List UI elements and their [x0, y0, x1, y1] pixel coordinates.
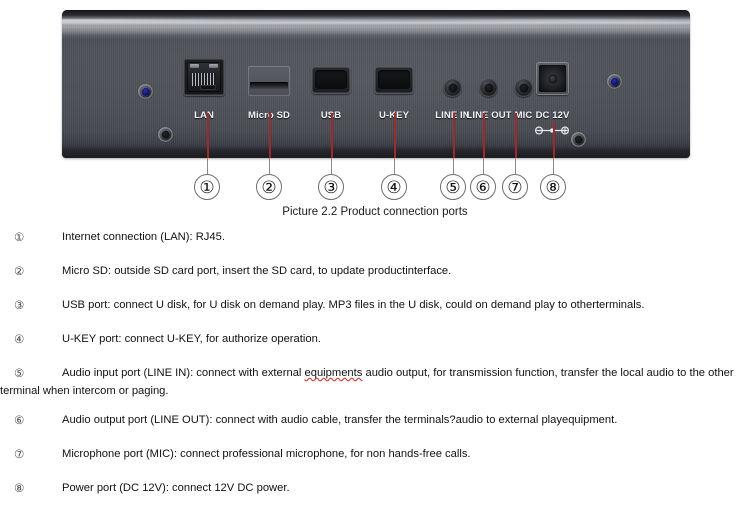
list-text-2: Micro SD: outside SD card port, insert t… [62, 265, 452, 277]
callout-marker-1: ① [194, 174, 220, 200]
port-line-in[interactable] [443, 78, 462, 97]
port-label-line-out: LINE OUT [466, 110, 512, 121]
list-item: ⑧ Power port (DC 12V): connect 12V DC po… [0, 479, 750, 502]
list-text-6: Audio output port (LINE OUT): connect wi… [62, 414, 618, 427]
leader-line-1-outer [207, 158, 209, 174]
leader-line-7-inner [515, 113, 517, 158]
list-marker-4: ④ [14, 332, 25, 346]
port-usb[interactable] [311, 66, 351, 94]
leader-line-6-inner [483, 113, 485, 158]
list-marker-5: ⑤ [14, 366, 25, 380]
list-text-4: U-KEY port: connect U-KEY, for authorize… [62, 333, 321, 345]
list-item: ③ USB port: connect U disk, for U disk o… [0, 296, 750, 319]
port-label-usb: USB [300, 110, 362, 121]
leader-line-3-inner [331, 113, 333, 158]
leader-line-2-outer [269, 158, 271, 174]
leader-line-4-outer [394, 158, 396, 174]
list-text-7: Microphone port (MIC): connect professio… [62, 448, 471, 461]
chassis-top-bevel [62, 10, 690, 34]
chassis-bottom-rail [62, 147, 690, 158]
port-label-ukey: U-KEY [363, 110, 425, 121]
leader-line-3-outer [331, 158, 333, 174]
port-label-microsd: Micro SD [248, 110, 290, 121]
dc-polarity-symbol-icon [529, 122, 575, 135]
screw-lower-left [158, 127, 173, 142]
list-marker-7: ⑦ [14, 447, 25, 462]
leader-line-5-inner [453, 113, 455, 158]
callout-marker-8: ⑧ [540, 174, 566, 200]
usb-port-opening [315, 70, 347, 90]
list-marker-3: ③ [14, 298, 25, 312]
list-item: ⑤ Audio input port (LINE IN): connect wi… [0, 364, 750, 400]
leader-line-7-outer [515, 158, 517, 174]
port-microsd[interactable] [248, 66, 290, 96]
list-item: ② Micro SD: outside SD card port, insert… [0, 262, 750, 285]
leader-line-8-inner [553, 122, 555, 158]
screw-top-left [138, 84, 153, 99]
leader-line-5-outer [453, 158, 455, 174]
product-ports-figure: LAN Micro SD USB U-KEY LINE IN LINE OUT … [0, 0, 750, 228]
port-mic[interactable] [514, 78, 533, 97]
list-marker-8: ⑧ [14, 481, 25, 496]
port-description-list: ① Internet connection (LAN): RJ45. ② Mic… [0, 228, 750, 513]
list-text-3: USB port: connect U disk, for U disk on … [62, 299, 645, 311]
rj45-led-right-icon [209, 64, 218, 68]
rj45-led-left-icon [190, 64, 199, 68]
port-dc-12v[interactable] [536, 62, 569, 95]
list-text-8: Power port (DC 12V): connect 12V DC powe… [62, 482, 290, 495]
figure-caption: Picture 2.2 Product connection ports [282, 206, 468, 218]
leader-line-8-outer [553, 158, 555, 174]
callout-marker-2: ② [256, 174, 282, 200]
leader-line-4-inner [394, 113, 396, 158]
port-label-lan: LAN [194, 110, 214, 121]
port-lan[interactable] [183, 58, 225, 96]
screw-top-right [607, 74, 622, 89]
rj45-latch-slot [200, 85, 216, 90]
list-item: ⑥ Audio output port (LINE OUT): connect … [0, 411, 750, 434]
leader-line-1-inner [207, 113, 209, 158]
list-marker-2: ② [14, 264, 25, 278]
list-text-5-after: audio output, for transmission function,… [0, 367, 734, 398]
callout-marker-6: ⑥ [470, 174, 496, 200]
callout-marker-4: ④ [381, 174, 407, 200]
rj45-inner-shell [187, 62, 221, 92]
leader-line-2-inner [269, 113, 271, 158]
list-text-5-before: Audio input port (LINE IN): connect with… [62, 367, 305, 379]
port-ukey[interactable] [374, 66, 414, 94]
port-label-line-in: LINE IN [435, 110, 470, 121]
ukey-port-opening [378, 70, 410, 90]
port-line-out[interactable] [479, 78, 498, 97]
device-chassis: LAN Micro SD USB U-KEY LINE IN LINE OUT … [62, 10, 690, 158]
port-label-mic: MIC [514, 110, 533, 121]
callout-marker-5: ⑤ [440, 174, 466, 200]
leader-line-6-outer [483, 158, 485, 174]
list-item: ④ U-KEY port: connect U-KEY, for authori… [0, 330, 750, 353]
list-item: ⑦ Microphone port (MIC): connect profess… [0, 445, 750, 468]
list-text-1: Internet connection (LAN): RJ45. [62, 231, 225, 243]
microsd-slot-opening [250, 82, 288, 89]
spellcheck-underlined-word: equipments [304, 367, 363, 379]
list-item: ① Internet connection (LAN): RJ45. [0, 228, 750, 251]
callout-marker-7: ⑦ [502, 174, 528, 200]
dc-barrel-center-pin [549, 75, 556, 82]
list-marker-1: ① [14, 230, 25, 244]
rj45-contact-pins [192, 73, 216, 86]
port-label-dc-12v: DC 12V [535, 110, 570, 121]
callout-marker-3: ③ [318, 174, 344, 200]
list-marker-6: ⑥ [14, 413, 25, 428]
screw-lower-right [571, 132, 586, 147]
